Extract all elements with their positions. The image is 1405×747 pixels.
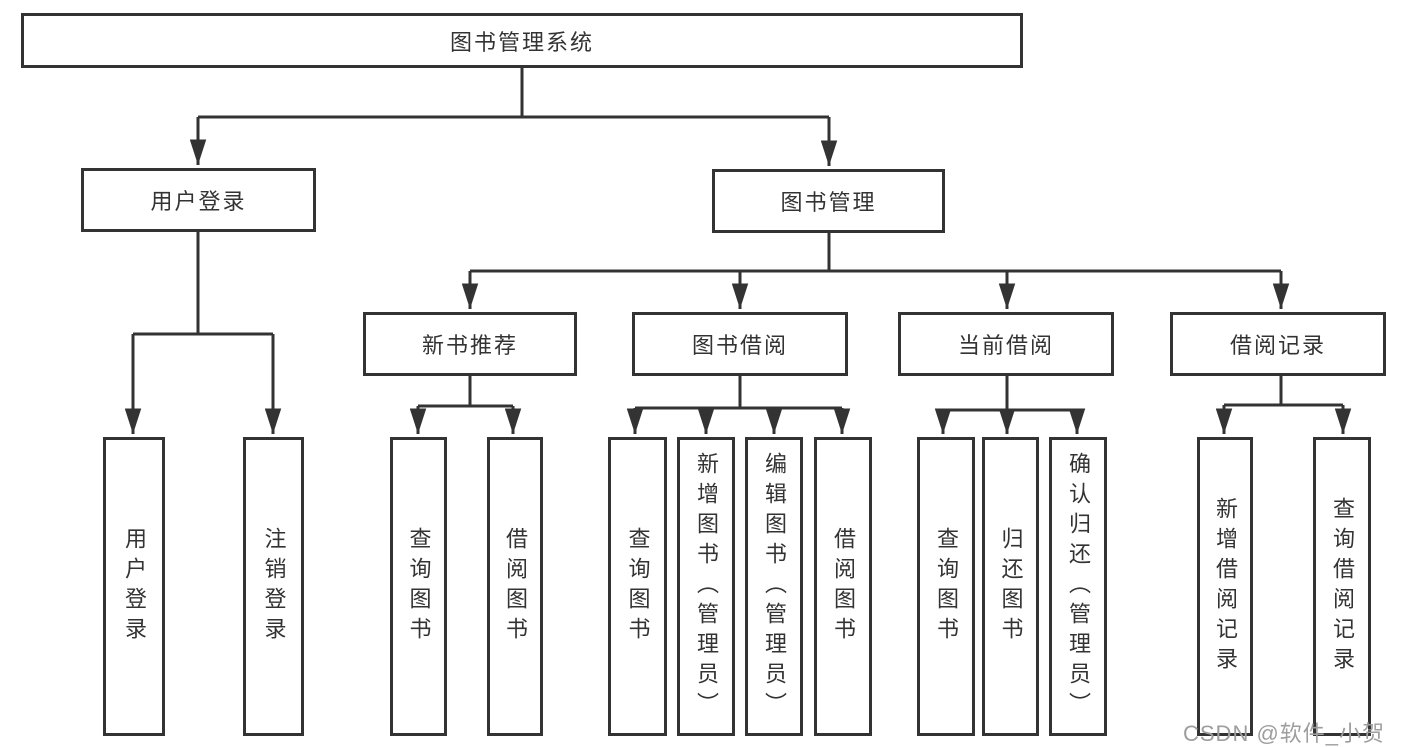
node-book-borrowing: 图书借阅	[632, 312, 848, 376]
leaf-user-login: 用户登录	[103, 437, 165, 736]
leaf-query-borrow-record: 查询借阅记录	[1313, 437, 1371, 736]
leaf-edit-books-admin: 编辑图书（管理员）	[745, 437, 803, 736]
leaf-confirm-return-admin: 确认归还（管理员）	[1049, 437, 1107, 736]
leaf-borrow-books: 借阅图书	[814, 437, 872, 736]
leaf-return-books: 归还图书	[982, 437, 1039, 736]
node-current-borrowing: 当前借阅	[898, 312, 1114, 376]
node-book-management: 图书管理	[712, 169, 945, 233]
leaf-query-books-current: 查询图书	[917, 437, 975, 736]
leaf-borrow-books-recommend: 借阅图书	[487, 437, 543, 736]
node-user-login: 用户登录	[81, 168, 316, 232]
leaf-add-books-admin: 新增图书（管理员）	[677, 437, 735, 736]
node-borrowing-records: 借阅记录	[1170, 312, 1386, 376]
node-new-book-recommend: 新书推荐	[363, 312, 577, 376]
leaf-logout: 注销登录	[243, 437, 304, 736]
leaf-query-books-recommend: 查询图书	[390, 437, 447, 736]
node-library-system: 图书管理系统	[21, 13, 1023, 68]
leaf-query-books-borrowing: 查询图书	[608, 437, 667, 736]
leaf-add-borrow-record: 新增借阅记录	[1197, 437, 1253, 736]
